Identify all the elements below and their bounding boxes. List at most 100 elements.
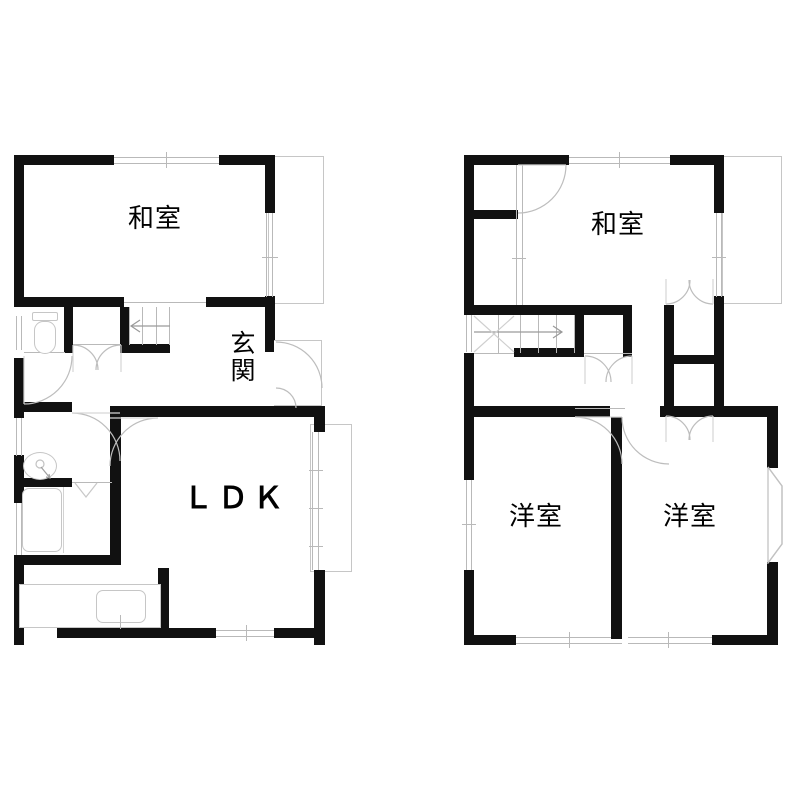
room-label-ldk: ＬＤＫ — [183, 482, 288, 515]
door-closet-lower-swing-l — [665, 415, 691, 441]
stairs-icon-2f — [474, 315, 575, 353]
window-east-washitsu-mullion — [262, 257, 278, 258]
window-west-toilet-b — [21, 316, 22, 350]
wall-north-2f-b — [670, 155, 722, 165]
bay-window-east — [766, 466, 800, 565]
window-east-washitsu-b — [272, 213, 273, 297]
wall-closet-nw-south — [464, 210, 518, 219]
window-north-mullion — [166, 152, 167, 168]
wall-west-2f-c — [464, 570, 474, 645]
wall-closet-divider — [664, 355, 724, 364]
door-closet-center-swing-r — [605, 355, 633, 383]
sliding-partition-2f-mullion — [512, 258, 526, 259]
door-head-yoshitsu-left — [575, 408, 625, 409]
entrance-porch-outline — [274, 340, 322, 406]
wall-west-1f-c — [14, 358, 24, 418]
bathtub-edge — [63, 487, 64, 553]
wall-north-1f-b — [219, 155, 275, 165]
wall-east-2f-lower-b — [767, 562, 778, 645]
wall-east-washitsu-1f — [265, 155, 275, 213]
window-south-right-b — [628, 643, 712, 644]
window-west-bath-b — [21, 503, 22, 563]
window-west-yoshitsu — [466, 480, 467, 570]
wall-east-genkan — [265, 297, 275, 352]
door-yoshitsu-right-swing — [621, 416, 670, 465]
door-stair-closet-swing-l — [72, 344, 99, 371]
wall-toilet-east — [64, 307, 73, 353]
wall-east-ldk-b — [314, 570, 325, 645]
window-west-bath — [16, 503, 17, 563]
wall-between-yoshitsu — [611, 417, 622, 639]
window-east-washitsu-2f-mullion — [712, 257, 726, 258]
wall-stair-east-2f — [575, 305, 584, 357]
wall-south-2f-b — [712, 635, 778, 645]
wall-bath-south — [14, 555, 121, 565]
window-east-ldk-m2 — [309, 508, 323, 509]
window-west-yoshitsu-mullion — [462, 524, 476, 525]
wall-stair-south — [120, 344, 170, 353]
balcony-2f-east — [722, 156, 782, 304]
wall-south-ldk — [158, 628, 216, 638]
window-east-washitsu-2f — [716, 213, 717, 297]
room-label-yoshitsu-left: 洋室 — [509, 502, 564, 532]
door-closet-upper-swing-l — [665, 279, 691, 305]
wall-west-1f-b — [14, 197, 24, 302]
wall-hallcloset-north — [584, 305, 632, 315]
door-closet-nw-swing — [517, 164, 567, 214]
window-north-2f-mullion — [619, 152, 620, 168]
door-closet-upper-swing-r — [688, 279, 714, 305]
wall-hallcloset-east — [623, 305, 632, 357]
wall-stair-north-2f — [464, 305, 584, 315]
wall-stair-south-2f — [514, 348, 584, 357]
wall-south-kitchen-bottom — [57, 628, 169, 638]
wall-east-ldk — [314, 406, 325, 432]
wall-hall-south — [14, 402, 72, 412]
room-label-washitsu-1f: 和室 — [128, 204, 183, 234]
door-closet-center-swing-l — [584, 355, 612, 383]
window-south-ldk-b — [216, 636, 274, 637]
door-closet-lower-swing-r — [688, 415, 714, 441]
balcony-1f-east — [268, 156, 324, 304]
wall-south-washitsu — [14, 297, 124, 307]
wall-south-washitsu-b — [206, 297, 275, 307]
kitchen-sink-icon — [96, 590, 146, 623]
wall-south-2f — [464, 635, 516, 645]
wall-stair-west — [120, 307, 129, 353]
wall-west-2f — [464, 155, 474, 310]
window-east-washitsu-2f-b — [721, 213, 722, 297]
wall-north-ldk — [110, 406, 325, 417]
window-west-stair-b — [471, 312, 472, 352]
washroom-open-mark — [74, 482, 98, 498]
terrace-ldk-east — [310, 424, 352, 572]
window-east-washitsu — [266, 213, 267, 297]
window-south-ldk — [216, 630, 274, 631]
window-south-left-mullion — [569, 632, 570, 648]
kitchen-faucet-icon — [120, 615, 121, 629]
wall-south-ldk-b — [274, 628, 325, 638]
door-toilet-swing — [23, 355, 73, 405]
window-east-ldk-b — [318, 432, 319, 570]
window-south-right-mullion — [668, 632, 669, 648]
wall-line-hall-west — [474, 353, 514, 354]
wall-west-1f-d — [14, 455, 24, 503]
stairs-icon — [129, 307, 170, 345]
wall-line-closet-south — [73, 344, 121, 345]
window-south-ldk-mullion — [246, 625, 247, 641]
washing-machine-icon — [23, 452, 57, 482]
window-west-wash — [16, 418, 17, 456]
room-label-genkan: 玄関 — [227, 330, 256, 384]
door-stair-closet-swing-r — [95, 344, 122, 371]
wall-bath-north — [20, 478, 72, 487]
wall-line-south-washitsu — [124, 302, 206, 303]
window-west-wash-b — [21, 418, 22, 456]
room-label-washitsu-2f: 和室 — [591, 210, 646, 240]
window-east-ldk-m1 — [309, 470, 323, 471]
wall-south-kitchen-right — [158, 568, 169, 638]
window-west-stair — [466, 312, 467, 352]
toilet-icon — [30, 312, 60, 356]
sliding-partition-2f — [516, 165, 517, 310]
window-south-right — [628, 637, 712, 638]
wall-lower-rooms-north — [464, 406, 610, 417]
window-west-yoshitsu-b — [471, 480, 472, 570]
wall-north-2f — [464, 155, 569, 165]
